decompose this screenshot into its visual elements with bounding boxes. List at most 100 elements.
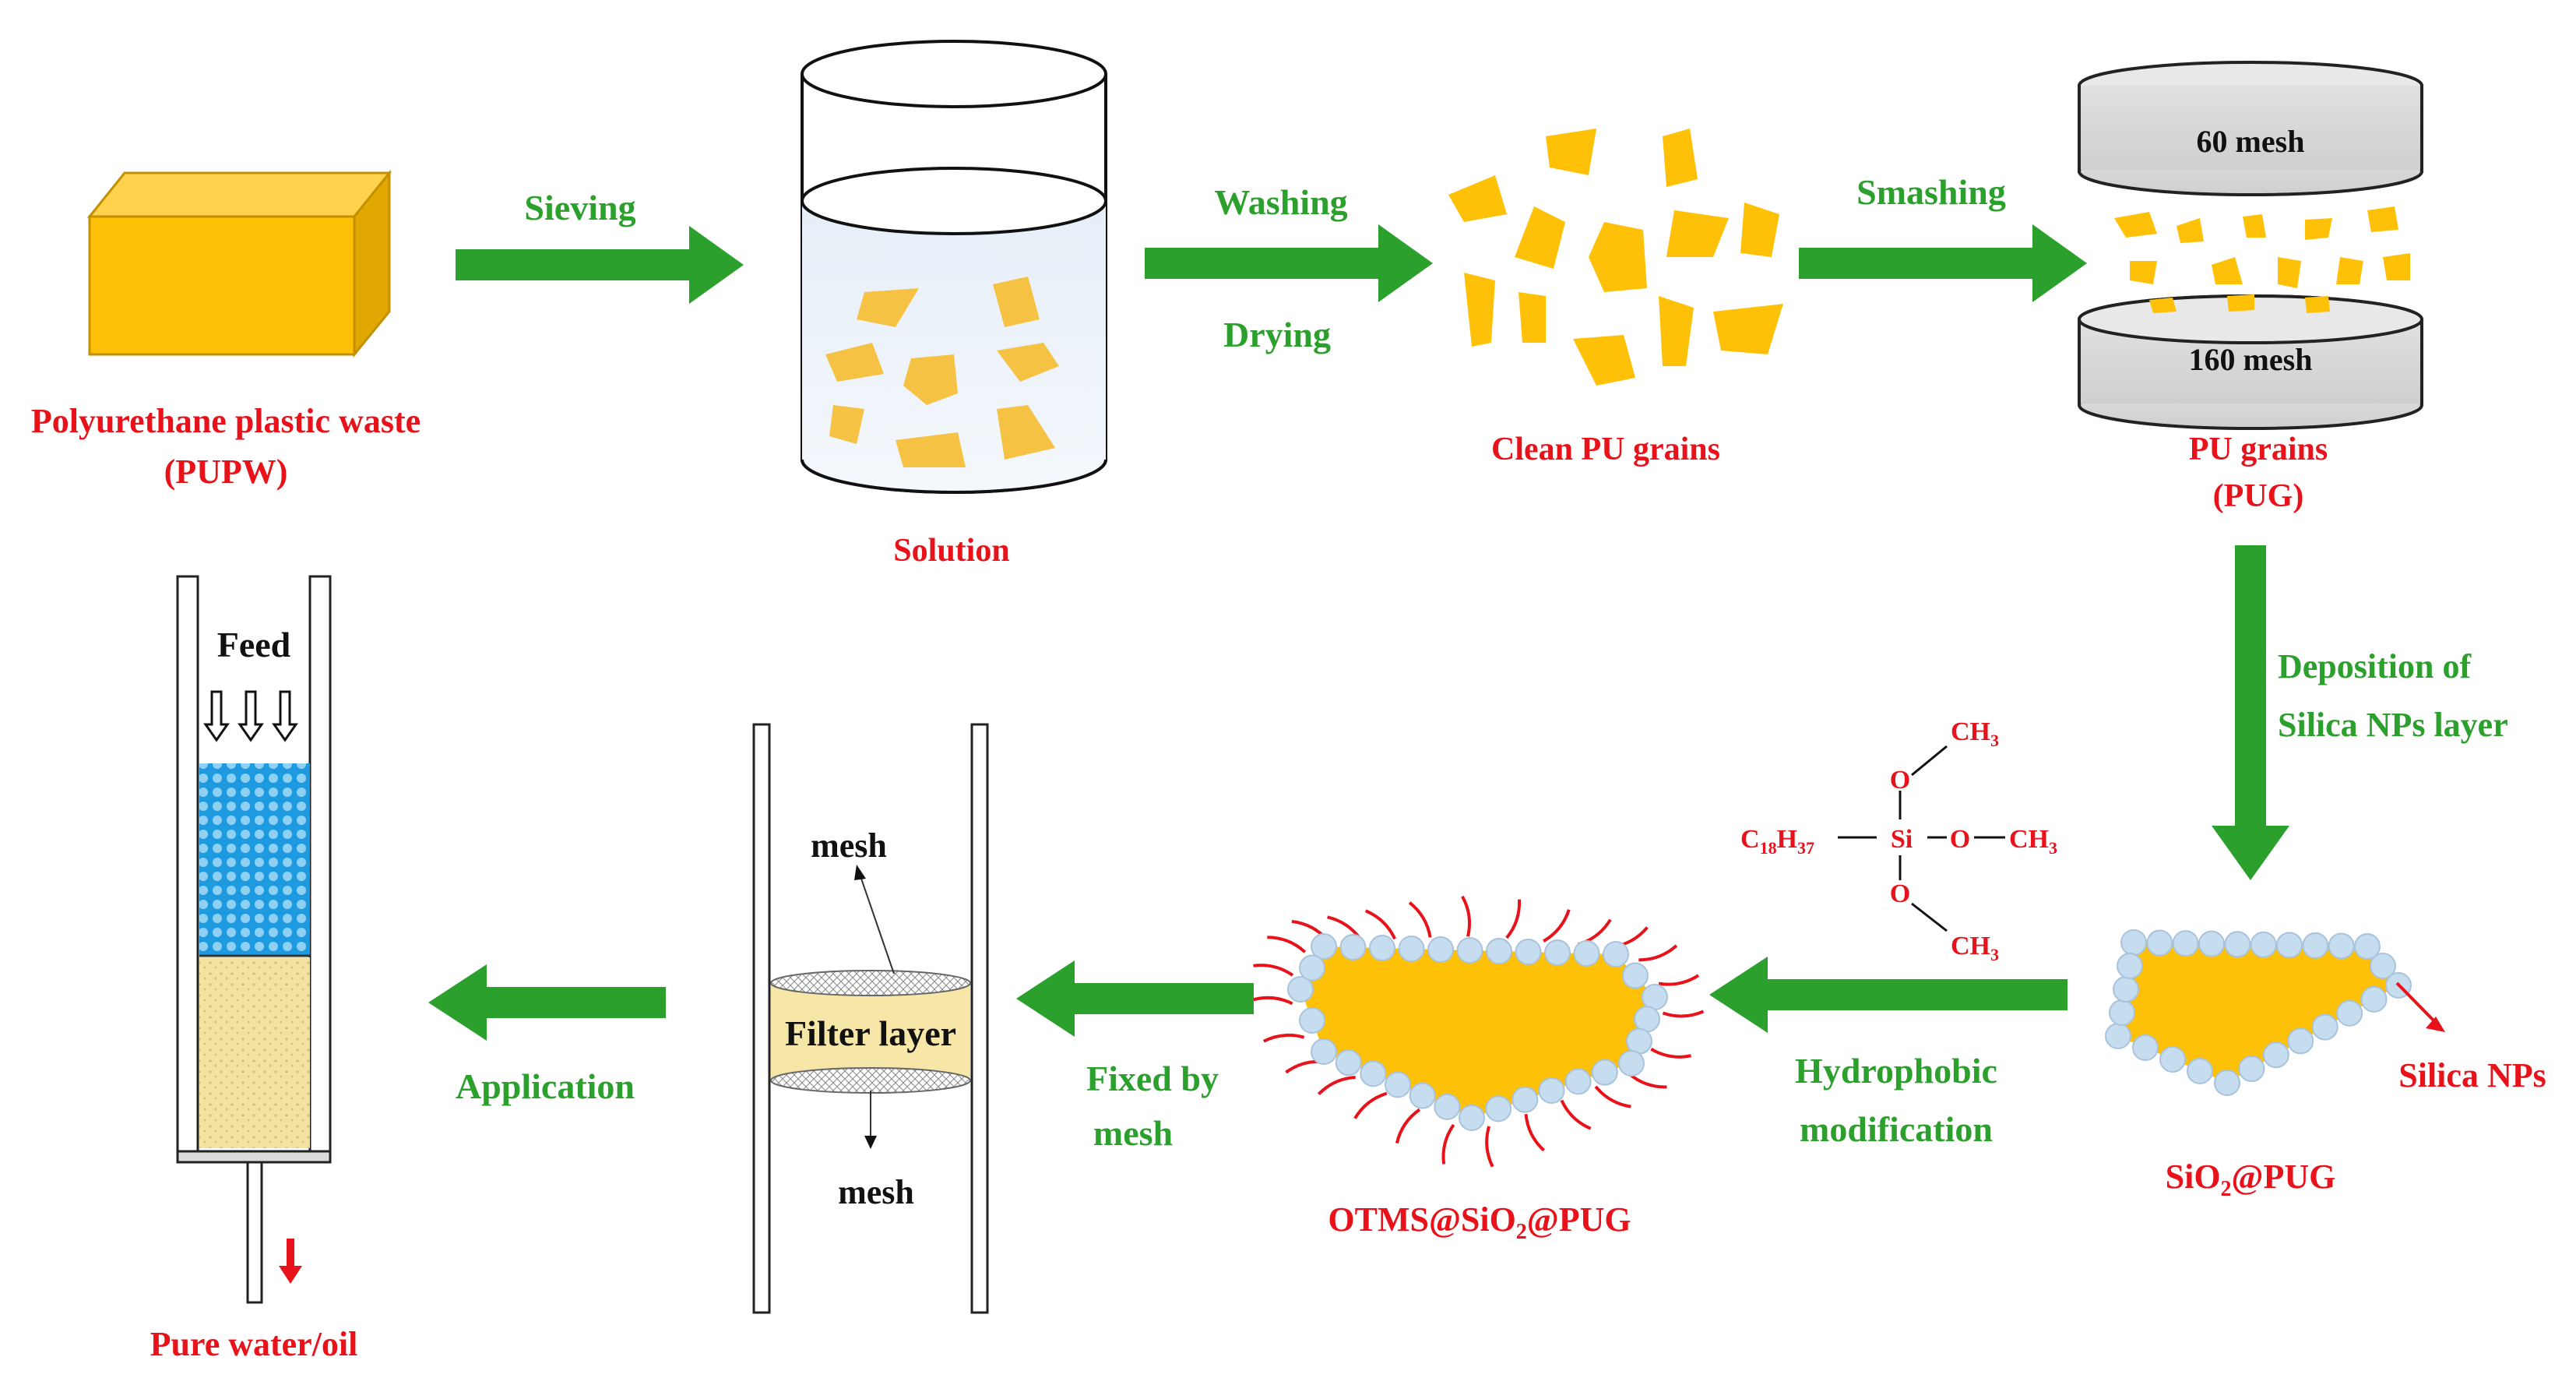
silica-bead-icon (1456, 937, 1483, 964)
silica-bead-icon (1618, 1050, 1645, 1077)
smashing-arrow-icon (1799, 224, 2087, 302)
hydrophobic-label-2: modification (1800, 1109, 1993, 1149)
silica-bead-icon (1299, 1007, 1325, 1034)
si-label: Si (1891, 825, 1913, 854)
silica-bead-icon (2302, 932, 2329, 959)
fixed-by-label-1: Fixed by (1086, 1059, 1219, 1098)
alkyl-chain-icon (1578, 918, 1612, 946)
silica-bead-icon (1459, 1105, 1485, 1131)
hydrophobic-arrow-icon (1709, 957, 2067, 1033)
silica-bead-icon (1360, 1060, 1387, 1087)
silica-bead-icon (1564, 1068, 1592, 1095)
clean-pu-grains-icon (1448, 129, 1783, 386)
pupw-block-icon (86, 169, 392, 358)
silica-bead-icon (2328, 932, 2355, 960)
deposition-label-1: Deposition of (2278, 647, 2472, 685)
silica-bead-icon (1515, 939, 1542, 965)
silica-bead-icon (2224, 931, 2251, 958)
pupw-label: Polyurethane plastic waste (31, 402, 421, 440)
silica-bead-icon (2132, 1034, 2159, 1061)
alkyl-chain-icon (1594, 1085, 1631, 1108)
ch3-bottom-label: CH3 (1951, 932, 1999, 964)
silica-bead-icon (2354, 933, 2381, 960)
sio2-pug-label: SiO2@PUG (2166, 1158, 2336, 1201)
silica-bead-icon (2172, 930, 2199, 957)
otms-molecule-icon (1838, 745, 2005, 932)
hydrophobic-label-1: Hydrophobic (1795, 1051, 1997, 1091)
silica-bead-icon (1642, 984, 1668, 1010)
silica-bead-icon (2109, 999, 2135, 1026)
alkyl-chain-icon (1461, 895, 1471, 937)
silica-nps-label: Silica NPs (2398, 1056, 2546, 1094)
alkyl-chain-icon (1505, 899, 1522, 939)
silica-bead-icon (2117, 953, 2143, 979)
silica-bead-icon (2287, 1027, 2314, 1055)
washing-label: Washing (1214, 182, 1347, 222)
o-top-label: O (1890, 766, 1910, 795)
silica-bead-icon (2238, 1055, 2265, 1083)
pure-water-oil-label: Pure water/oil (150, 1325, 358, 1363)
otms-sio2-pug-label: OTMS@SiO2@PUG (1328, 1200, 1631, 1244)
pupw-abbrev: (PUPW) (164, 453, 288, 491)
silica-bead-icon (1311, 933, 1337, 960)
mesh-bottom-label: mesh (838, 1173, 914, 1211)
fixed-by-label-2: mesh (1093, 1113, 1173, 1153)
mesh-160-label: 160 mesh (2189, 342, 2313, 377)
silica-bead-icon (1622, 962, 1649, 989)
otms-sio2-pug-particle-icon (1251, 895, 1705, 1168)
filter-column-icon (752, 723, 989, 1314)
silica-bead-icon (2250, 931, 2277, 958)
silica-bead-icon (1427, 936, 1454, 963)
falling-grains-icon (2114, 206, 2410, 288)
silica-bead-icon (2146, 929, 2173, 957)
silica-bead-icon (1311, 1038, 1337, 1065)
application-arrow-icon (428, 964, 666, 1041)
silica-bead-icon (1335, 1049, 1362, 1077)
sio2-pug-particle-icon (2105, 929, 2412, 1096)
solution-label: Solution (893, 533, 1009, 569)
silica-bead-icon (1634, 1006, 1660, 1033)
silica-bead-icon (1299, 954, 1325, 981)
washing-drying-arrow-icon (1145, 224, 1433, 302)
alkyl-chain-icon (1485, 1126, 1494, 1168)
application-label: Application (456, 1066, 635, 1106)
deposition-arrow-icon (2212, 545, 2289, 880)
silica-bead-icon (1398, 936, 1425, 962)
alkyl-chain-icon (1253, 964, 1294, 977)
silica-bead-icon (2214, 1070, 2240, 1096)
pug-abbrev: (PUG) (2213, 478, 2304, 514)
alkyl-chain-icon (1364, 909, 1397, 940)
sieving-label: Sieving (524, 188, 635, 227)
filter-layer-label: Filter layer (785, 1013, 956, 1053)
pug-label: PU grains (2189, 432, 2328, 467)
mesh-top-label: mesh (811, 826, 887, 865)
silica-bead-icon (1591, 1059, 1618, 1086)
alkyl-chain-icon (1395, 1108, 1421, 1144)
silica-bead-icon (2262, 1041, 2289, 1069)
alkyl-chain-icon (1262, 1033, 1305, 1043)
silica-bead-icon (1485, 1095, 1512, 1122)
outflow-arrow-icon (279, 1239, 302, 1284)
silica-bead-icon (1626, 1027, 1652, 1055)
silica-bead-icon (1369, 935, 1395, 961)
sieve-160-mesh-icon (2078, 294, 2423, 430)
silica-bead-icon (2198, 930, 2225, 957)
alkyl-chain-icon (1543, 909, 1571, 943)
silica-bead-icon (1573, 940, 1600, 967)
alkyl-chain-icon (1638, 944, 1678, 962)
alkyl-chain-icon (1441, 1123, 1455, 1165)
alkyl-chain-icon (1267, 936, 1307, 953)
silica-bead-icon (1385, 1071, 1411, 1098)
ch3-right-label: CH3 (2009, 825, 2057, 858)
mesh-60-label: 60 mesh (2197, 124, 2305, 159)
fixed-by-mesh-arrow-icon (1016, 960, 1254, 1037)
beaker-icon (801, 40, 1107, 494)
silica-bead-icon (2276, 932, 2303, 959)
silica-bead-icon (1538, 1077, 1565, 1104)
clean-pu-grains-label: Clean PU grains (1491, 432, 1720, 467)
silica-bead-icon (1339, 934, 1367, 960)
silica-bead-icon (2105, 1023, 2131, 1049)
deposition-label-2: Silica NPs layer (2278, 706, 2508, 744)
alkyl-chain-icon (1317, 1076, 1356, 1096)
